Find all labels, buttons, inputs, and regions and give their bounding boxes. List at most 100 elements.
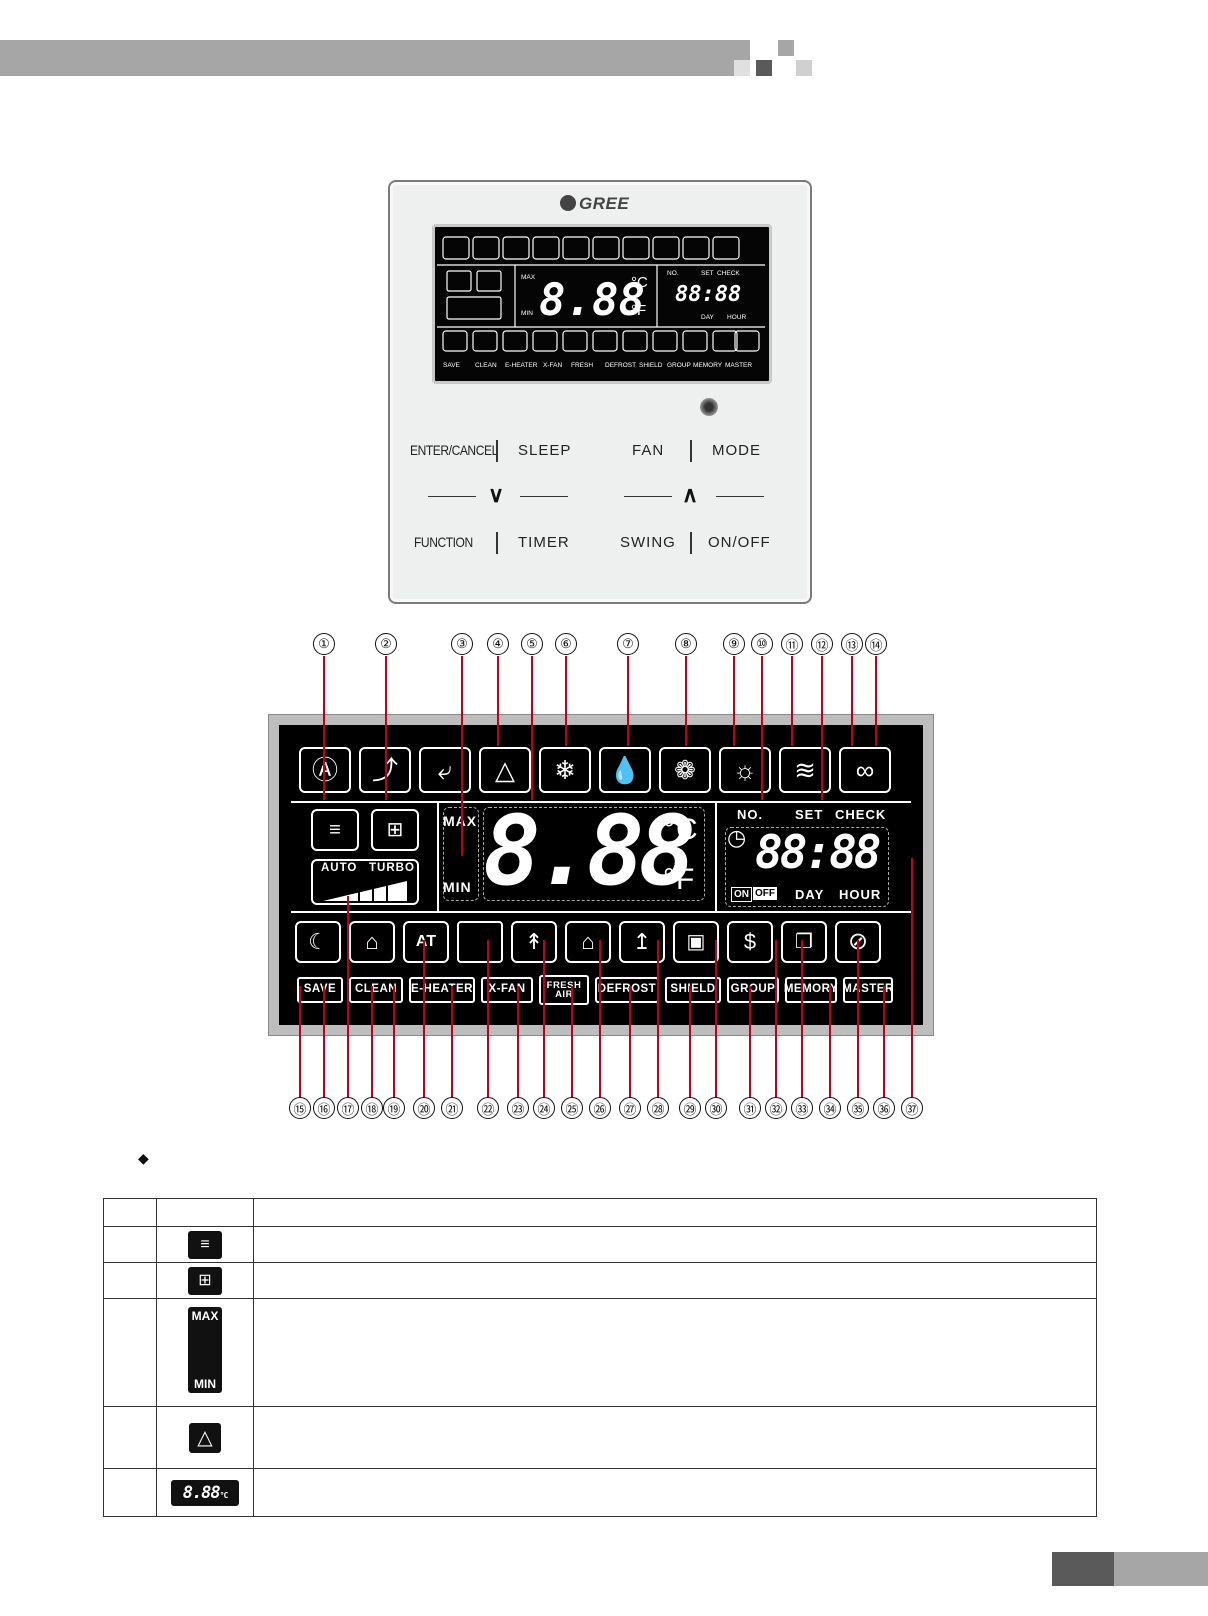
min-label: MIN bbox=[443, 879, 472, 895]
callout-leader bbox=[851, 656, 853, 746]
table-row: MAX MIN bbox=[103, 1298, 1097, 1407]
callout-leader bbox=[385, 656, 387, 800]
min-label: MIN bbox=[194, 1377, 216, 1391]
cool-snowflake-icon: ❄ bbox=[539, 747, 591, 793]
callout-leader bbox=[715, 940, 717, 1100]
table-row: △ bbox=[103, 1406, 1097, 1469]
fresh-air-tree-icon: ↟ bbox=[511, 921, 557, 963]
auto-mode-icon: Ⓐ bbox=[299, 747, 351, 793]
lcd-label-shield: SHIELD bbox=[665, 977, 721, 1003]
day-label: DAY bbox=[795, 887, 825, 902]
heat-sun-icon: ☼ bbox=[719, 747, 771, 793]
svg-text:MAX: MAX bbox=[521, 274, 536, 281]
function-button[interactable]: FUNCTION bbox=[414, 534, 473, 550]
callout-number: ㉙ bbox=[679, 1097, 701, 1119]
memory-card-icon: ❐ bbox=[781, 921, 827, 963]
fan-button[interactable]: FAN bbox=[632, 442, 665, 459]
callout-leader bbox=[761, 656, 763, 800]
lcd-divider bbox=[437, 801, 439, 911]
lcd-label-master: MASTER bbox=[842, 977, 893, 1003]
lcd-panel: Ⓐ ⤴ ⤶ △ ❄ 💧 ❁ ☼ ≋ ∞ ≡ ⊞ AUTO TURBO MAX M… bbox=[279, 725, 923, 1025]
save-dollar-icon: $ bbox=[727, 921, 773, 963]
callout-leader bbox=[347, 896, 349, 1100]
on-off-button[interactable]: ON/OFF bbox=[708, 534, 771, 551]
svg-text:HOUR: HOUR bbox=[727, 314, 746, 321]
dry-triangle-icon: △ bbox=[479, 747, 531, 793]
svg-text:CLEAN: CLEAN bbox=[475, 362, 497, 369]
auto-label: AUTO bbox=[321, 862, 358, 874]
svg-text:CHECK: CHECK bbox=[717, 270, 740, 277]
off-label: OFF bbox=[753, 887, 777, 900]
callout-leader bbox=[791, 656, 793, 746]
sleep-button[interactable]: SLEEP bbox=[518, 442, 572, 459]
callout-leader bbox=[323, 986, 325, 1100]
svg-text:E-HEATER: E-HEATER bbox=[505, 362, 538, 369]
callout-leader bbox=[883, 986, 885, 1100]
button-divider bbox=[496, 532, 498, 554]
table-row: ⊞ bbox=[103, 1262, 1097, 1299]
left-right-swing-icon: ⊞ bbox=[188, 1266, 222, 1295]
lcd-label-save: SAVE bbox=[297, 977, 343, 1003]
button-divider bbox=[690, 532, 692, 554]
callout-number: ㉕ bbox=[561, 1097, 583, 1119]
button-divider bbox=[690, 440, 692, 462]
callout-leader bbox=[299, 986, 301, 1100]
callout-number: ⑬ bbox=[841, 633, 863, 655]
svg-text:MIN: MIN bbox=[521, 310, 533, 317]
callout-leader bbox=[323, 656, 325, 800]
svg-text:FRESH: FRESH bbox=[571, 362, 593, 369]
defrost-tray-icon: ↥ bbox=[619, 921, 665, 963]
callout-number: ㉒ bbox=[477, 1097, 499, 1119]
ait-headset-icon: AT bbox=[403, 921, 449, 963]
svg-text:X-FAN: X-FAN bbox=[543, 362, 562, 369]
callout-number: ⑭ bbox=[865, 633, 887, 655]
svg-text:DAY: DAY bbox=[701, 314, 715, 321]
callout-leader bbox=[775, 940, 777, 1100]
brand-logo: GREE bbox=[560, 194, 629, 214]
svg-text:DEFROST: DEFROST bbox=[605, 362, 636, 369]
callout-leader bbox=[543, 940, 545, 1100]
heating-coil-icon: ∞ bbox=[839, 747, 891, 793]
max-min-box bbox=[443, 807, 479, 901]
svg-text:SAVE: SAVE bbox=[443, 362, 461, 369]
callout-number: ⑳ bbox=[413, 1097, 435, 1119]
lcd-divider bbox=[715, 801, 717, 911]
callout-leader bbox=[749, 986, 751, 1100]
callout-number: ㉑ bbox=[441, 1097, 463, 1119]
bullet: ◆ bbox=[138, 1150, 149, 1166]
enter-cancel-button[interactable]: ENTER/CANCEL bbox=[410, 442, 498, 458]
up-down-swing-icon: ≡ bbox=[188, 1230, 222, 1259]
callout-leader bbox=[801, 940, 803, 1100]
heat-swing-icon: ⤶ bbox=[419, 747, 471, 793]
lcd-diagram: Ⓐ ⤴ ⤶ △ ❄ 💧 ❁ ☼ ≋ ∞ ≡ ⊞ AUTO TURBO MAX M… bbox=[268, 714, 934, 1036]
mode-button[interactable]: MODE bbox=[712, 442, 761, 459]
dry-water-drops-icon: 💧 bbox=[599, 747, 651, 793]
svg-text:MEMORY: MEMORY bbox=[693, 362, 723, 369]
max-label: MAX bbox=[443, 813, 478, 829]
timer-button[interactable]: TIMER bbox=[518, 534, 570, 551]
button-line bbox=[624, 496, 672, 497]
swing-button[interactable]: SWING bbox=[620, 534, 676, 551]
callout-number: ⑰ bbox=[337, 1097, 359, 1119]
callout-number: ⑦ bbox=[617, 633, 639, 655]
callout-leader bbox=[517, 986, 519, 1100]
callout-number: ⑤ bbox=[521, 633, 543, 655]
table-row bbox=[103, 1198, 1097, 1227]
fahrenheit-unit: °F bbox=[663, 863, 696, 896]
callout-number: ㊱ bbox=[873, 1097, 895, 1119]
callout-number: ⑫ bbox=[811, 633, 833, 655]
up-arrow-button[interactable]: ∧ bbox=[682, 482, 699, 507]
callout-number: ④ bbox=[487, 633, 509, 655]
callout-number: ⑲ bbox=[383, 1097, 405, 1119]
check-label: CHECK bbox=[835, 807, 887, 822]
table-row: 8.88°C bbox=[103, 1468, 1097, 1517]
callout-leader bbox=[599, 940, 601, 1100]
callout-number: ② bbox=[375, 633, 397, 655]
callout-leader bbox=[857, 940, 859, 1100]
lcd-label-x-fan: X-FAN bbox=[481, 977, 533, 1003]
down-arrow-button[interactable]: ∨ bbox=[488, 482, 505, 507]
clock-icon: ◷ bbox=[727, 825, 748, 850]
clean-house-icon: ⌂ bbox=[349, 921, 395, 963]
timer-box bbox=[725, 827, 889, 907]
callout-number: ㊲ bbox=[901, 1097, 923, 1119]
